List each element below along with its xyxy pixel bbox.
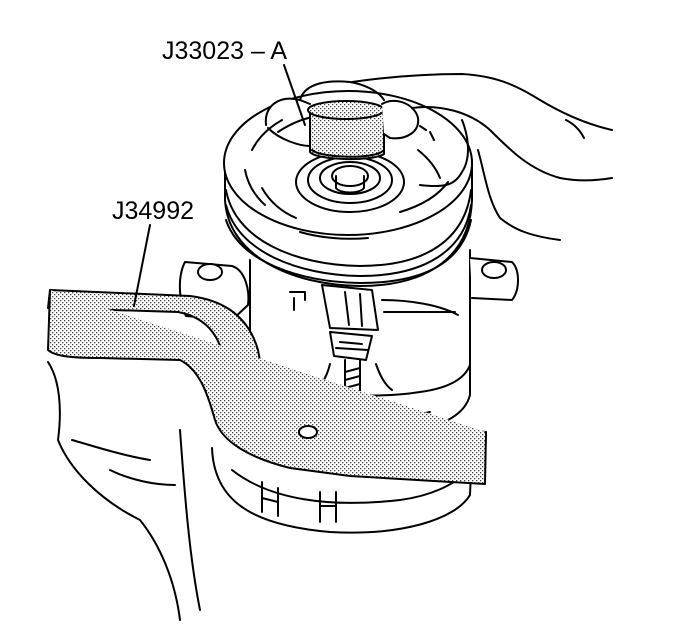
lower-hand-outline [47,361,181,621]
holder-tool-j33023a [307,100,385,161]
callout-holder-tool: J33023 – A [162,37,288,65]
upper-hand-outline [264,73,613,241]
leader-line-holder [283,64,306,126]
leader-line-fixture [133,224,151,307]
callout-support-fixture: J34992 [112,197,195,225]
support-fixture-j34992 [47,289,487,485]
